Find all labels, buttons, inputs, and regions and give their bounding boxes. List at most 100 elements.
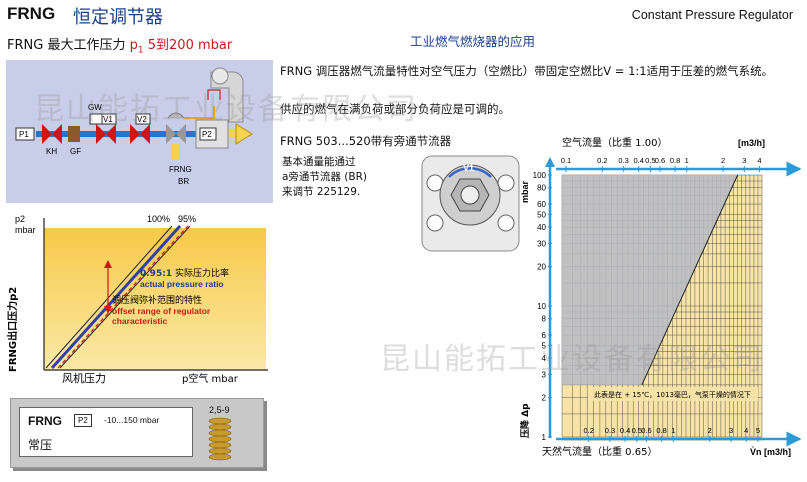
nameplate-model: FRNG — [28, 414, 62, 428]
y-unit: mbar — [520, 180, 530, 203]
y-tick-label: 60 — [537, 200, 546, 209]
p1-symbol: p1 — [129, 38, 144, 56]
gray-region — [562, 175, 738, 385]
bypass-valve-image: V1 — [421, 155, 520, 252]
br-label: BR — [178, 177, 189, 186]
max-pressure-label: 最大工作压力 — [47, 38, 126, 53]
p1-range: 5到200 mbar — [147, 38, 233, 53]
y-tick-label: 5 — [542, 341, 547, 350]
y-axis-label: 压降 Δp — [519, 403, 531, 438]
gas-tick-label: 0.2 — [583, 426, 593, 435]
offset-en-2: characteristic — [112, 316, 168, 326]
y-tick-label: 4 — [542, 354, 547, 363]
y-axis-label: FRNG出口压力p2 — [6, 287, 19, 372]
y-tick-label: 10 — [537, 302, 546, 311]
screw-icon — [497, 174, 515, 192]
y-tick-label: 40 — [537, 223, 546, 232]
y-tick-label: 8 — [542, 315, 547, 324]
gas-tick-label: 0.3 — [605, 426, 615, 435]
y-tick-label: 1 — [542, 433, 547, 442]
gf-label: GF — [70, 147, 81, 156]
gas-tick-label: 0.8 — [656, 426, 666, 435]
burner-schematic: P1 KH GF GW V1 V2 FRNG BR P2 — [6, 60, 273, 203]
product-title-cn: 恒定调节器 — [73, 7, 163, 28]
y-unit-2: mbar — [15, 225, 36, 235]
air-axis-unit: [m3/h] — [738, 138, 765, 148]
y-tick-label: 3 — [542, 370, 547, 379]
line-100-percent — [45, 225, 173, 369]
gas-axis-label: 天然气流量（比重 0.65） — [542, 445, 657, 458]
label-100: 100% — [147, 214, 170, 224]
x-axis-label: 风机压力 — [62, 371, 106, 385]
air-tick-label: 0.6 — [655, 156, 665, 165]
air-axis-label: 空气流量（比重 1.00） — [562, 136, 667, 149]
p1-tag: P1 — [19, 130, 29, 139]
nameplate-range: -10...150 mbar — [104, 415, 160, 425]
x-axis-unit: p空气 mbar — [182, 372, 239, 385]
offset-cn: 调压阀弥补范围的特性 — [112, 294, 202, 306]
p2-tag: P2 — [202, 130, 212, 139]
gas-tick-label: 0.4 — [620, 426, 630, 435]
gas-tick-label: 5 — [756, 426, 760, 435]
bypass-description: 基本通量能通过 a旁通节流器 (BR) 来调节 225129. — [282, 155, 367, 200]
air-tick-label: 1 — [685, 156, 689, 165]
gas-tick-label: 3 — [729, 426, 733, 435]
air-tick-label: 4 — [757, 156, 761, 165]
application-para-2: 供应的燃气在满负荷或部分负荷应是可调的。 — [280, 102, 510, 116]
v1-label: V1 — [103, 115, 113, 124]
characteristic-line — [641, 174, 739, 386]
air-tick-label: 0.4 — [633, 156, 643, 165]
y-tick-label: 20 — [537, 263, 546, 272]
pressure-ratio-chart: p2 mbar 100% 95% 0.95:1 实际压力比率 actual pr… — [6, 214, 268, 385]
chart-note: 此表是在 + 15℃，1013毫巴，气泵干燥的情况下 — [594, 390, 751, 399]
bypass-line-1: 基本通量能通过 — [282, 156, 356, 168]
bypass-line-2: a旁通节流器 (BR) — [282, 171, 367, 183]
actual-ratio-line — [50, 224, 182, 370]
line-95-percent — [59, 225, 191, 369]
application-para-1: FRNG 调压器燃气流量特性对空气压力（空燃比）带固定空燃比V = 1:1适用于… — [280, 64, 774, 78]
air-tick-label: 3 — [742, 156, 746, 165]
nameplate-type: 常压 — [28, 438, 53, 452]
air-tick-label: 0.8 — [670, 156, 680, 165]
y-tick-label: 6 — [542, 331, 547, 340]
ratio-num: 0.95:1 — [140, 269, 172, 279]
model-title: FRNG — [7, 4, 56, 23]
gas-tick-label: 2 — [708, 426, 712, 435]
screw-icon — [426, 214, 444, 232]
kh-label: KH — [46, 147, 57, 156]
valve-v1-label: V1 — [463, 163, 474, 173]
y-tick-label: 80 — [537, 184, 546, 193]
air-tick-label: 0.2 — [597, 156, 607, 165]
gas-tick-label: 0.6 — [641, 426, 651, 435]
gas-tick-label: 1 — [671, 426, 675, 435]
gw-label: GW — [88, 103, 102, 112]
v2-label: V2 — [137, 115, 147, 124]
ratio-en: actual pressure ratio — [140, 279, 224, 289]
y-tick-label: 2 — [542, 394, 547, 403]
air-tick-label: 0.3 — [618, 156, 628, 165]
ratio-cn: 实际压力比率 — [175, 267, 229, 279]
screw-icon — [497, 214, 515, 232]
nameplate: FRNG P2 -10...150 mbar 常压 2,5-9 — [10, 398, 264, 468]
application-heading: 工业燃气燃烧器的应用 — [410, 34, 536, 49]
frng-label: FRNG — [169, 165, 192, 174]
bypass-title: FRNG 503...520带有旁通节流器 — [280, 134, 452, 148]
spring-label: 2,5-9 — [209, 405, 230, 415]
y-unit-1: p2 — [15, 214, 25, 224]
air-tick-label: 0.1 — [561, 156, 571, 165]
max-pressure-line: FRNG 最大工作压力 p1 5到200 mbar — [7, 34, 232, 56]
nameplate-p2: P2 — [74, 414, 92, 427]
label-95: 95% — [178, 214, 196, 224]
gas-tick-label: 0.5 — [632, 426, 642, 435]
gas-tick-label: 4 — [744, 426, 748, 435]
sub-model: FRNG — [7, 38, 44, 53]
offset-en-1: offset range of regulator — [112, 306, 211, 316]
air-tick-label: 0.5 — [645, 156, 655, 165]
spring-icon — [208, 417, 232, 461]
y-tick-label: 100 — [533, 171, 547, 180]
air-tick-label: 2 — [721, 156, 725, 165]
